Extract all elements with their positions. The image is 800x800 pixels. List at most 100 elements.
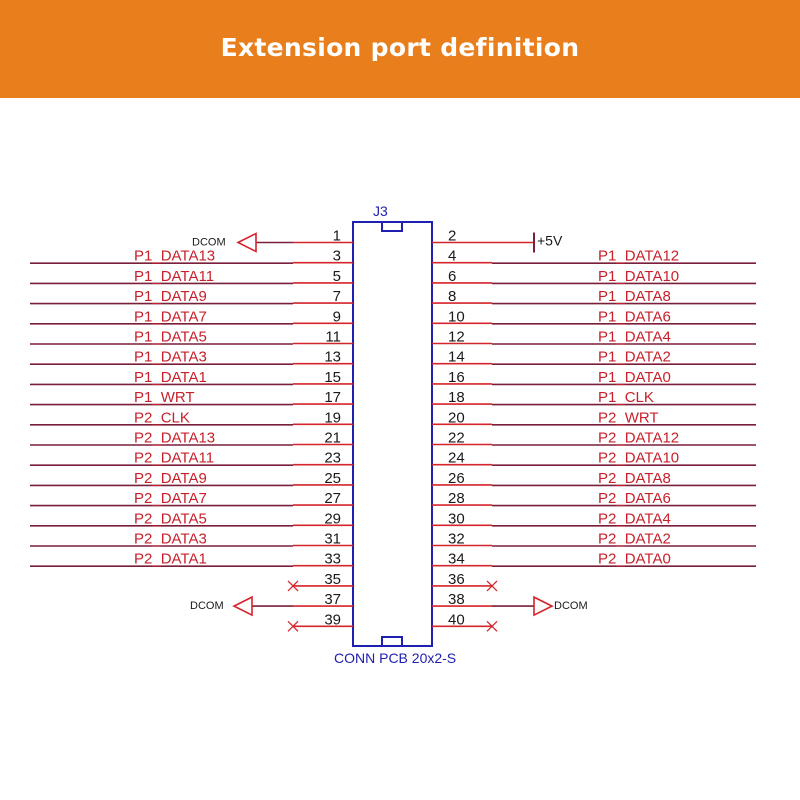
left-pin-number: 25 xyxy=(324,470,341,487)
left-net-label: P1_WRT xyxy=(134,389,195,406)
pin-row: P1_WRT P1_CLK 17 18 xyxy=(30,389,756,406)
left-net-label: P1_DATA5 xyxy=(134,329,207,346)
pin-row: 37 38 xyxy=(293,591,492,608)
left-net-label: P2_DATA9 xyxy=(134,470,207,487)
left-pin-number: 37 xyxy=(324,591,341,608)
left-pin-number: 19 xyxy=(324,409,341,426)
right-net-label: P2_WRT xyxy=(598,409,659,426)
left-net-label: P2_DATA3 xyxy=(134,531,207,548)
left-net-label: P1_DATA7 xyxy=(134,308,207,325)
left-pin-number: 9 xyxy=(333,308,341,325)
right-net-label: P2_DATA6 xyxy=(598,490,671,507)
right-net-label: P2_DATA2 xyxy=(598,531,671,548)
right-no-connect-mark xyxy=(486,580,498,592)
left-net-label: P1_DATA13 xyxy=(134,248,215,265)
power-symbols: DCOM +5V DCOM DCOM xyxy=(190,232,588,617)
left-pin-number: 23 xyxy=(324,450,341,467)
left-net-label: P2_DATA11 xyxy=(134,450,214,467)
right-pin-number: 30 xyxy=(448,510,465,527)
dcom-label: DCOM xyxy=(190,600,224,612)
right-pin-number: 14 xyxy=(448,349,465,366)
left-pin-number: 31 xyxy=(324,531,341,548)
pin-row: P1_DATA1 P1_DATA0 15 16 xyxy=(30,369,756,386)
left-pin-number: 13 xyxy=(324,349,341,366)
left-pin-number: 39 xyxy=(324,611,341,628)
right-pin-number: 38 xyxy=(448,591,465,608)
left-pin-number: 7 xyxy=(333,288,341,305)
right-pin-number: 4 xyxy=(448,248,456,265)
left-pin-number: 5 xyxy=(333,268,341,285)
left-net-label: P1_DATA11 xyxy=(134,268,214,285)
right-pin-number: 20 xyxy=(448,409,465,426)
right-pin-number: 16 xyxy=(448,369,465,386)
right-pin-number: 34 xyxy=(448,551,465,568)
left-pin-number: 33 xyxy=(324,551,341,568)
pin-row: P2_DATA11 P2_DATA10 23 24 xyxy=(30,450,756,467)
pin-row: 39 40 xyxy=(287,611,498,632)
right-no-connect-mark xyxy=(486,620,498,632)
pin-row: P1_DATA11 P1_DATA10 5 6 xyxy=(30,268,756,285)
right-net-label: P2_DATA8 xyxy=(598,470,671,487)
right-pin-number: 36 xyxy=(448,571,465,588)
right-pin-number: 28 xyxy=(448,490,465,507)
left-net-label: P2_DATA7 xyxy=(134,490,207,507)
left-pin-number: 15 xyxy=(324,369,341,386)
right-pin-number: 22 xyxy=(448,430,465,447)
left-pin-number: 21 xyxy=(324,430,341,447)
right-pin-number: 10 xyxy=(448,308,465,325)
title-banner-background xyxy=(0,0,800,98)
left-pin-number: 29 xyxy=(324,510,341,527)
right-net-label: P1_DATA10 xyxy=(598,268,679,285)
left-net-label: P2_CLK xyxy=(134,409,190,426)
right-net-label: P2_DATA10 xyxy=(598,450,679,467)
left-pin-number: 17 xyxy=(324,389,341,406)
left-pin-number: 11 xyxy=(325,329,341,346)
connector-ref: J3 xyxy=(373,203,388,219)
connector-key-top xyxy=(381,221,403,232)
left-net-label: P1_DATA1 xyxy=(134,369,207,386)
pin-row: P2_DATA3 P2_DATA2 31 32 xyxy=(30,531,756,548)
connector-body xyxy=(352,221,433,647)
pin-row: P2_CLK P2_WRT 19 20 xyxy=(30,409,756,426)
dcom-ground-symbol xyxy=(236,232,257,253)
pin-row: P2_DATA13 P2_DATA12 21 22 xyxy=(30,430,756,447)
left-pin-number: 1 xyxy=(333,228,341,245)
right-pin-number: 24 xyxy=(448,450,465,467)
right-pin-number: 8 xyxy=(448,288,456,305)
page-title: Extension port definition xyxy=(220,32,580,62)
right-net-label: P1_CLK xyxy=(598,389,654,406)
right-pin-number: 40 xyxy=(448,611,465,628)
right-pin-number: 18 xyxy=(448,389,465,406)
pin-row: P2_DATA1 P2_DATA0 33 34 xyxy=(30,551,756,568)
left-net-label: P2_DATA1 xyxy=(134,551,207,568)
dcom-label: DCOM xyxy=(192,237,226,249)
right-net-label: P2_DATA4 xyxy=(598,510,671,527)
dcom-ground-symbol xyxy=(232,595,253,617)
connector-key-bottom xyxy=(381,636,403,647)
dcom-label: DCOM xyxy=(554,600,588,612)
right-net-label: P2_DATA0 xyxy=(598,551,671,568)
left-pin-number: 35 xyxy=(324,571,341,588)
right-net-label: P1_DATA0 xyxy=(598,369,671,386)
right-pin-number: 6 xyxy=(448,268,456,285)
right-pin-number: 12 xyxy=(448,329,465,346)
pin-row: P2_DATA7 P2_DATA6 27 28 xyxy=(30,490,756,507)
left-net-label: P2_DATA13 xyxy=(134,430,215,447)
left-no-connect-mark xyxy=(287,620,299,632)
vplus-label: +5V xyxy=(537,233,563,249)
right-net-label: P2_DATA12 xyxy=(598,430,679,447)
right-pin-number: 32 xyxy=(448,531,465,548)
left-pin-number: 3 xyxy=(333,248,341,265)
left-pin-number: 27 xyxy=(324,490,341,507)
connector-part-number: CONN PCB 20x2-S xyxy=(334,650,456,666)
right-pin-number: 2 xyxy=(448,228,456,245)
dcom-ground-symbol xyxy=(533,595,554,617)
pin-row: 35 36 xyxy=(287,571,498,592)
